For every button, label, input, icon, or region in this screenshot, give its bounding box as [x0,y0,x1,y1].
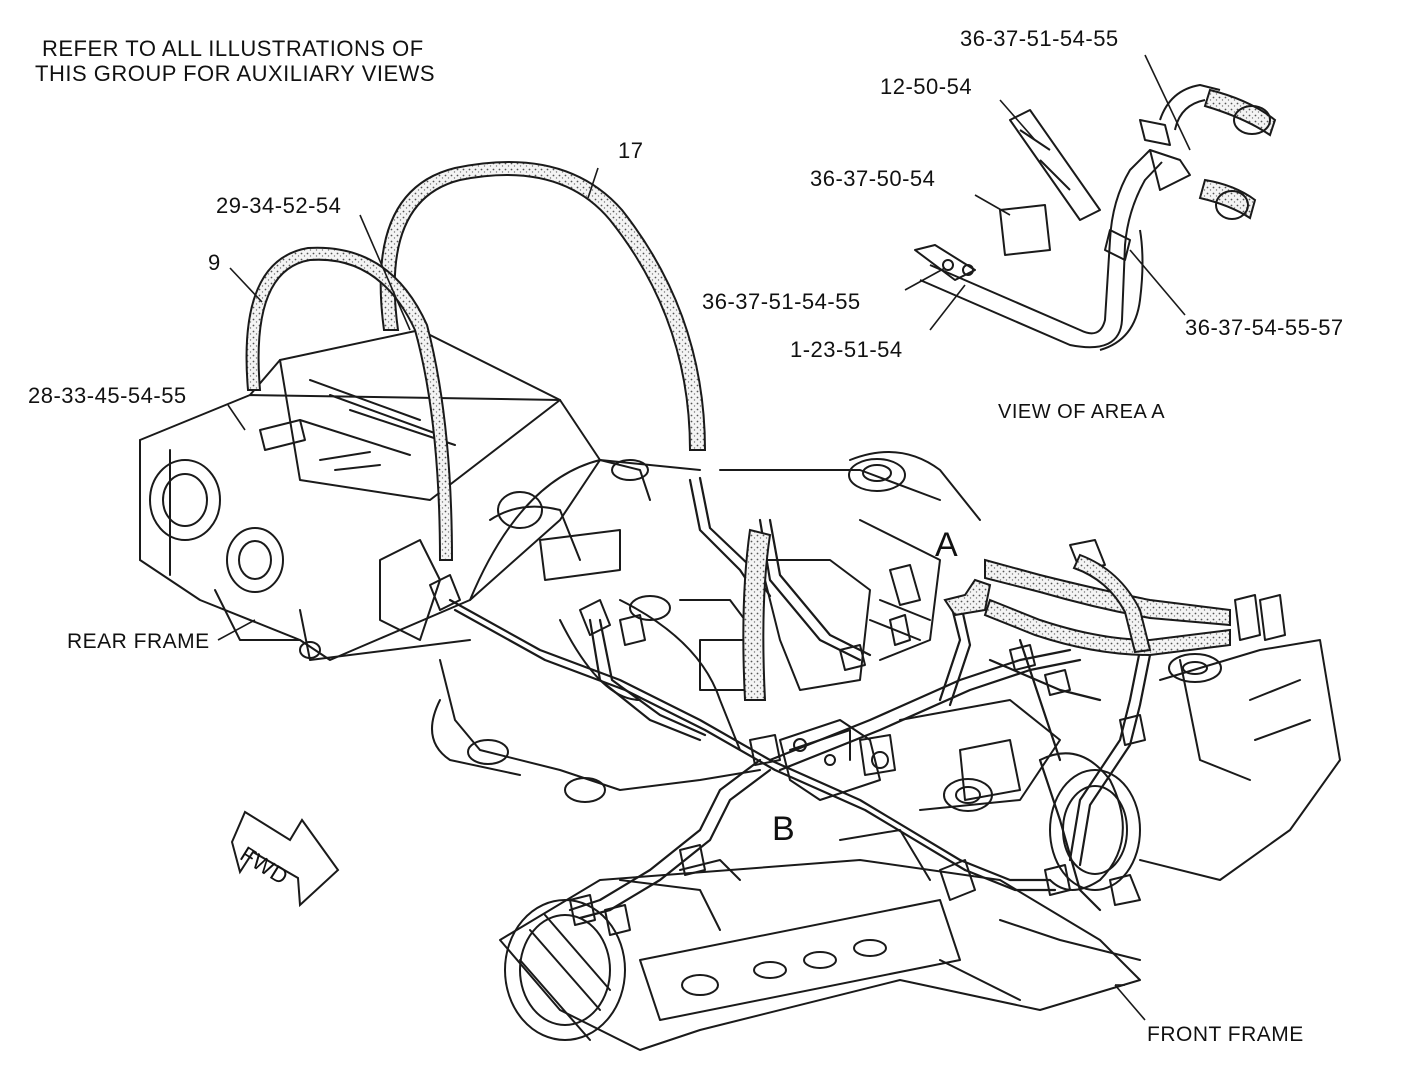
callout-12-50-54[interactable]: 12-50-54 [880,74,973,99]
callout-28-33-45-54-55[interactable]: 28-33-45-54-55 [28,383,187,408]
hoses [245,88,1277,701]
rear-frame-drawing [139,329,601,661]
callout-36-37-51-54-55-mid[interactable]: 36-37-51-54-55 [702,289,861,314]
rear-frame-label: REAR FRAME [67,630,210,653]
header-note-line2: THIS GROUP FOR AUXILIARY VIEWS [35,61,436,86]
callout-9[interactable]: 9 [208,250,221,275]
area-a-label: A [935,526,958,564]
front-frame-drawing [499,829,1141,1051]
valve-block [749,719,896,801]
callout-29-34-52-54[interactable]: 29-34-52-54 [216,193,342,218]
view-area-a-detail [914,84,1271,351]
header-note-line1: REFER TO ALL ILLUSTRATIONS OF [42,36,424,61]
callout-1-23-51-54[interactable]: 1-23-51-54 [790,337,903,362]
right-frame-drawing [999,639,1341,961]
tube-lines [448,476,1152,920]
fwd-arrow [230,810,340,908]
view-of-area-a-label: VIEW OF AREA A [998,401,1166,423]
callout-36-37-51-54-55-top[interactable]: 36-37-51-54-55 [960,26,1119,51]
callout-36-37-54-55-57[interactable]: 36-37-54-55-57 [1185,315,1344,340]
leader-lines [217,54,1191,1021]
front-frame-label: FRONT FRAME [1147,1023,1304,1046]
callout-36-37-50-54[interactable]: 36-37-50-54 [810,166,936,191]
fittings [429,539,1286,936]
callout-17[interactable]: 17 [618,138,644,163]
area-b-label: B [772,810,795,848]
